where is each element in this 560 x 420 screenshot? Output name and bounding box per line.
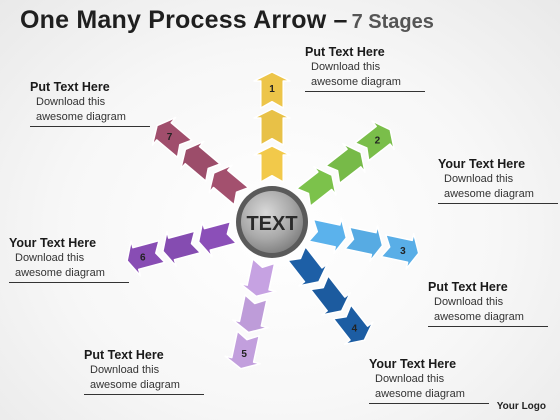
stage-4-arrow-segment [332,304,374,345]
logo-text: Your Logo [496,401,546,412]
stage-5-arrow-segment [232,294,269,334]
stage-1-arrow-segment [253,108,291,146]
callout-heading: Put Text Here [84,348,164,362]
stage-1-arrow-segment [253,145,291,183]
callout-stage-1: Put Text Here Download this awesome diag… [305,45,433,92]
callout-stage-5: Put Text Here Download this awesome diag… [84,348,212,395]
stage-6-number: 6 [140,253,146,264]
callout-line2: awesome diagram [375,388,465,400]
stage-5-arrow-segment [239,258,277,298]
stage-5-arrow-segment [224,330,262,370]
stage-7-arrow-segment [208,164,250,206]
stage-2-arrow-segment [295,165,337,207]
stage-3-arrow-segment [380,232,420,270]
slide-title: One Many Process Arrow –7 Stages [20,6,434,35]
title-stage-count: 7 Stages [351,11,434,33]
callout-line2: awesome diagram [36,111,126,123]
stage-6-arrow-segment [162,230,202,268]
callout-underline [9,282,129,283]
callout-stage-7: Put Text Here Download this awesome diag… [30,80,158,127]
callout-heading: Put Text Here [305,45,385,59]
stage-2-arrow-segment [354,120,395,162]
callout-line1: Download this [90,364,160,376]
stage-1-number: 1 [269,84,275,95]
stage-2-arrow-segment [325,143,366,185]
callout-underline [30,126,150,127]
callout-stage-4: Your Text Here Download this awesome dia… [369,357,497,404]
callout-underline [438,203,558,204]
callout-line2: awesome diagram [434,311,524,323]
callout-line1: Download this [36,96,106,108]
callout-line1: Download this [444,173,514,185]
stage-2-number: 2 [375,136,381,147]
stage-6-arrow-segment [126,239,166,277]
stage-6-arrow-segment [197,220,238,258]
callout-line1: Download this [434,296,504,308]
callout-line2: awesome diagram [90,379,180,391]
title-main: One Many Process Arrow – [20,6,348,34]
callout-heading: Your Text Here [438,157,526,171]
stage-4-number: 4 [352,323,358,334]
callout-stage-6: Your Text Here Download this awesome dia… [9,236,137,283]
stage-7-number: 7 [167,132,173,143]
callout-underline [84,394,204,395]
stage-3-arrow-segment [344,225,384,262]
callout-heading: Put Text Here [30,80,110,94]
callout-stage-3: Put Text Here Download this awesome diag… [428,280,556,327]
stage-3-arrow-segment [308,217,348,255]
callout-underline [369,403,489,404]
stage-3-number: 3 [400,246,406,257]
hub-text: TEXT [246,213,297,235]
stage-5-number: 5 [241,349,247,360]
stage-7-arrow-segment [180,140,221,182]
callout-heading: Put Text Here [428,280,508,294]
callout-line2: awesome diagram [15,267,105,279]
stage-1-arrow-segment [253,71,291,109]
callout-line1: Download this [15,252,85,264]
stage-4-arrow-segment [309,275,351,316]
stage-4-arrow-segment [287,245,329,287]
stage-7-arrow-segment [151,116,193,159]
callout-stage-2: Your Text Here Download this awesome dia… [438,157,560,204]
callout-underline [305,91,425,92]
callout-line2: awesome diagram [444,188,534,200]
callout-line2: awesome diagram [311,76,401,88]
callout-underline [428,326,548,327]
callout-line1: Download this [311,61,381,73]
callout-heading: Your Text Here [9,236,97,250]
callout-line1: Download this [375,373,445,385]
callout-heading: Your Text Here [369,357,457,371]
hub-circle [241,191,303,253]
